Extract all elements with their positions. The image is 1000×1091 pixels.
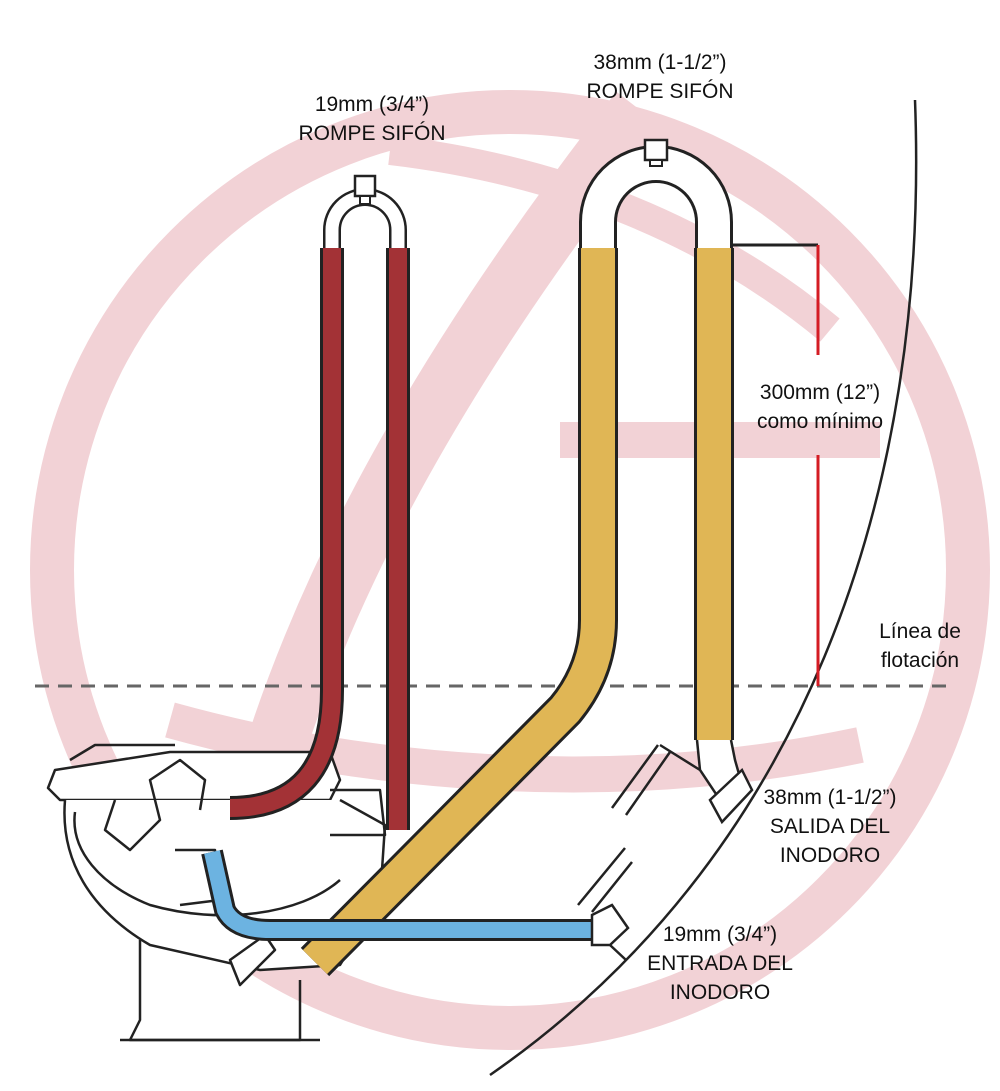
vent-valve-icon (353, 174, 377, 205)
vent-large-name: ROMPE SIFÓN (586, 80, 734, 103)
vent-small-label: 19mm (3/4”) ROMPE SIFÓN (262, 90, 482, 148)
vent-small-loop (229, 188, 410, 830)
height-measure (732, 243, 820, 686)
inlet-hose (201, 847, 633, 961)
outlet-size: 38mm (1-1/2”) (763, 786, 897, 809)
height-value: 300mm (12”) (759, 381, 881, 404)
outlet-label: 38mm (1-1/2”) SALIDA DEL INODORO (720, 783, 940, 870)
inlet-line2: INODORO (669, 981, 771, 1004)
vent-small-size: 19mm (3/4”) (314, 93, 430, 116)
vent-large-size: 38mm (1-1/2”) (593, 51, 727, 74)
height-note: como mínimo (756, 410, 884, 433)
vent-small-name: ROMPE SIFÓN (298, 122, 446, 145)
outlet-line1: SALIDA DEL (769, 815, 891, 838)
waterline-line2: flotación (880, 649, 960, 672)
vent-large-loop (300, 145, 754, 977)
vent-valve-icon (643, 138, 669, 167)
height-label: 300mm (12”) como mínimo (720, 378, 920, 436)
waterline-label: Línea de flotación (845, 617, 995, 675)
outlet-line2: INODORO (779, 844, 881, 867)
inlet-size: 19mm (3/4”) (662, 923, 778, 946)
hull-line (489, 99, 918, 1077)
vent-large-label: 38mm (1-1/2”) ROMPE SIFÓN (550, 48, 770, 106)
inlet-line1: ENTRADA DEL (647, 952, 793, 975)
waterline-line1: Línea de (879, 620, 961, 643)
inlet-label: 19mm (3/4”) ENTRADA DEL INODORO (610, 920, 830, 1007)
